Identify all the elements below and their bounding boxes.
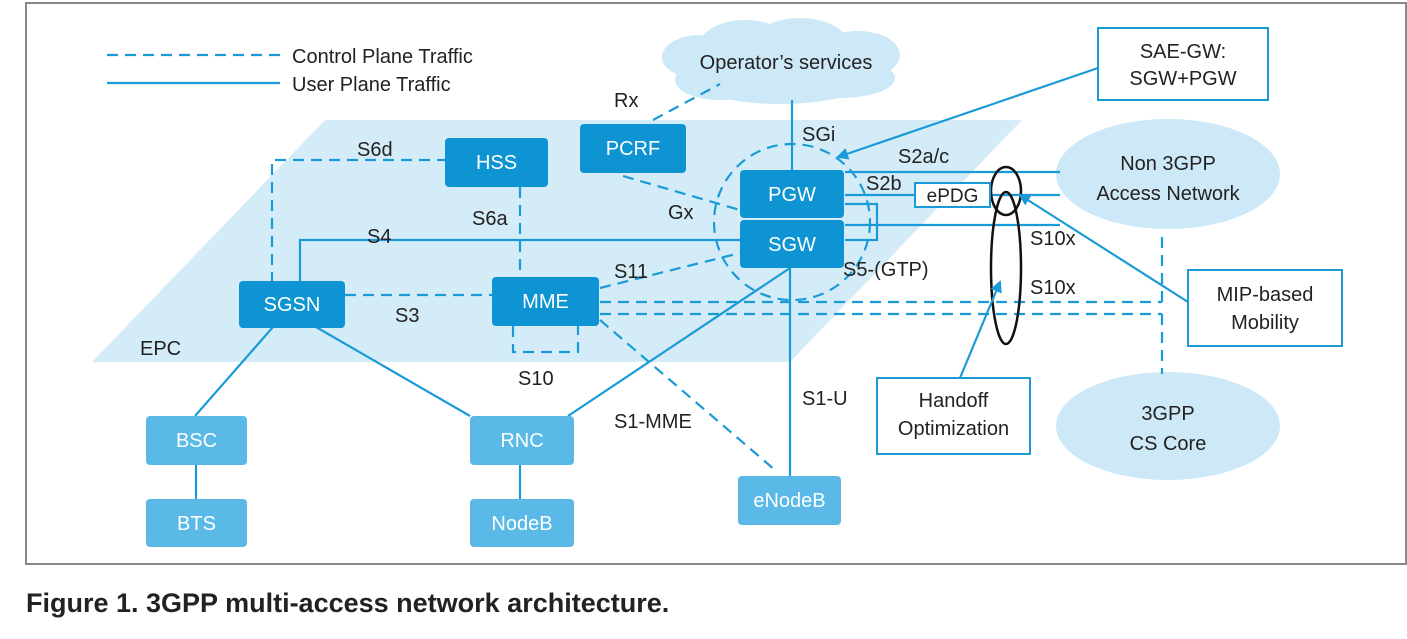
node-hss: HSS [445, 138, 548, 187]
node-enodeb-label: eNodeB [753, 490, 825, 512]
saegw-line2: SGW+PGW [1129, 68, 1236, 90]
node-pcrf-label: PCRF [606, 138, 660, 160]
node-enodeb: eNodeB [738, 476, 841, 525]
node-sgw: SGW [740, 220, 844, 268]
operator-services-label: Operator’s services [700, 52, 873, 74]
node-bsc: BSC [146, 416, 247, 465]
diagram-frame [25, 2, 1407, 565]
legend-control-label: Control Plane Traffic [292, 46, 473, 68]
node-hss-label: HSS [476, 152, 517, 174]
iface-s5-gtp: S5-(GTP) [843, 259, 929, 281]
node-epdg-label: ePDG [927, 186, 979, 207]
iface-s10x-1: S10x [1030, 228, 1076, 250]
cs-core-line2: CS Core [1130, 433, 1207, 455]
iface-s10: S10 [518, 368, 554, 390]
figure-caption: Figure 1. 3GPP multi-access network arch… [26, 588, 670, 618]
annotation-arrows [836, 66, 1189, 379]
iface-s1-u: S1-U [802, 388, 848, 410]
non3gpp-line2: Access Network [1096, 183, 1240, 205]
iface-sgi: SGi [802, 124, 835, 146]
node-epdg: ePDG [914, 182, 991, 208]
mip-line1: MIP-based [1217, 284, 1314, 306]
saegw-box: SAE-GW: SGW+PGW [1097, 27, 1269, 101]
node-pgw-label: PGW [768, 184, 816, 206]
node-bts-label: BTS [177, 513, 216, 535]
node-sgsn: SGSN [239, 281, 345, 328]
node-bsc-label: BSC [176, 430, 217, 452]
node-nodeb: NodeB [470, 499, 574, 547]
mip-line2: Mobility [1231, 312, 1299, 334]
non3gpp-line1: Non 3GPP [1120, 153, 1216, 175]
node-rnc: RNC [470, 416, 574, 465]
iface-s4: S4 [367, 226, 391, 248]
iface-s6a: S6a [472, 208, 508, 230]
iface-gx: Gx [668, 202, 694, 224]
node-pcrf: PCRF [580, 124, 686, 173]
handoff-box: Handoff Optimization [876, 377, 1031, 455]
cs-core-line1: 3GPP [1141, 403, 1194, 425]
mip-box: MIP-based Mobility [1187, 269, 1343, 347]
iface-s2b: S2b [866, 173, 902, 195]
handoff-line1: Handoff [919, 390, 989, 412]
epc-label: EPC [140, 338, 181, 360]
iface-rx: Rx [614, 90, 638, 112]
iface-s10x-2: S10x [1030, 277, 1076, 299]
legend-user-label: User Plane Traffic [292, 74, 451, 96]
node-sgsn-label: SGSN [264, 294, 321, 316]
control-plane-lines [270, 83, 1164, 471]
iface-s2ac: S2a/c [898, 146, 949, 168]
cs-core-ellipse [1056, 372, 1280, 480]
iface-s11: S11 [614, 261, 648, 283]
node-sgw-label: SGW [768, 234, 816, 256]
non3gpp-access-network [1056, 119, 1280, 229]
saegw-line1: SAE-GW: [1140, 41, 1226, 63]
iface-s6d: S6d [357, 139, 393, 161]
s10x-bundle-ellipse [989, 190, 1023, 346]
node-rnc-label: RNC [500, 430, 543, 452]
node-pgw: PGW [740, 170, 844, 218]
handoff-line2: Optimization [898, 418, 1009, 440]
node-nodeb-label: NodeB [491, 513, 552, 535]
node-mme-label: MME [522, 291, 569, 313]
iface-s3: S3 [395, 305, 419, 327]
operator-services-cloud [662, 18, 900, 104]
node-mme: MME [492, 277, 599, 326]
iface-s1-mme: S1-MME [614, 411, 692, 433]
node-bts: BTS [146, 499, 247, 547]
user-plane-lines [194, 100, 1060, 499]
